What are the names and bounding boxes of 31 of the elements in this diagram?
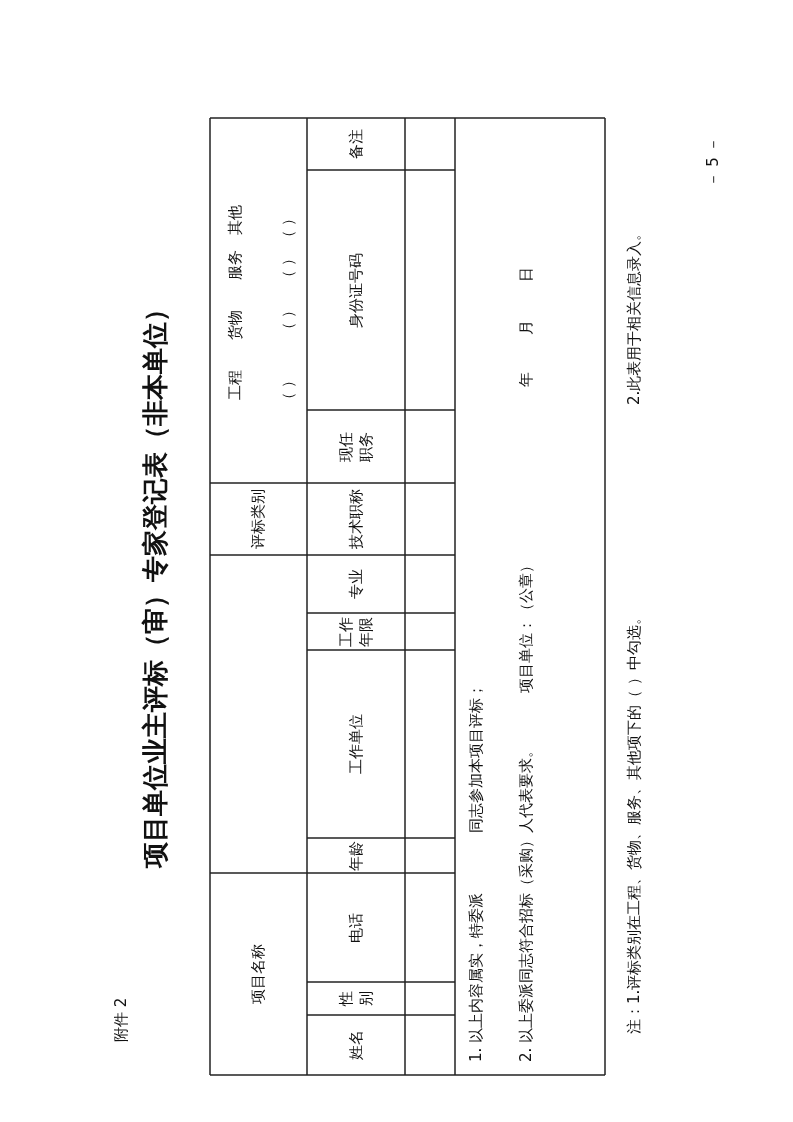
category-label: 其他 [224,205,245,235]
check-brackets: （ ） [277,302,298,338]
declaration-text: 1. 以上内容属实，特委派 [465,892,486,1062]
check-brackets: （ ） [277,372,298,408]
column-header: 技术职称 [345,489,366,549]
footnote-text: 注：1.评标类别在工程、货物、服务、其他项下的（ ）中勾选。 [623,609,644,1034]
category-label: 货物 [224,310,245,340]
column-header: 工作年限 [335,616,376,647]
column-header: 姓名 [345,1030,366,1060]
column-header: 现任职务 [335,430,376,463]
column-header: 备注 [345,129,366,159]
check-brackets: （ ） [277,250,298,286]
column-header: 身份证号码 [345,252,366,328]
category-label: 服务 [224,250,245,280]
seal-label: 项目单位：（公章） [515,558,536,693]
annex-label: 附件 2 [110,997,131,1042]
date-label: 年 月 日 [515,266,536,388]
column-header: 专业 [345,569,366,599]
column-header: 电话 [345,912,366,943]
row-label: 评标类别 [248,489,269,549]
declaration-text: 同志参加本项目评标； [465,683,486,833]
column-header: 工作单位 [345,714,366,774]
category-label: 工程 [224,370,245,400]
check-brackets: （ ） [277,210,298,246]
declaration-text: 2. 以上委派同志符合招标（采购）人代表要求。 [515,742,536,1062]
footnote-text: 2.此表用于相关信息录入。 [623,225,644,405]
page-number: － 5 － [702,137,723,187]
row-label: 项目名称 [248,944,269,1004]
column-header: 性别 [335,991,376,1006]
form-title: 项目单位业主评标（审）专家登记表（非本单位） [139,295,171,871]
column-header: 年龄 [345,840,366,871]
